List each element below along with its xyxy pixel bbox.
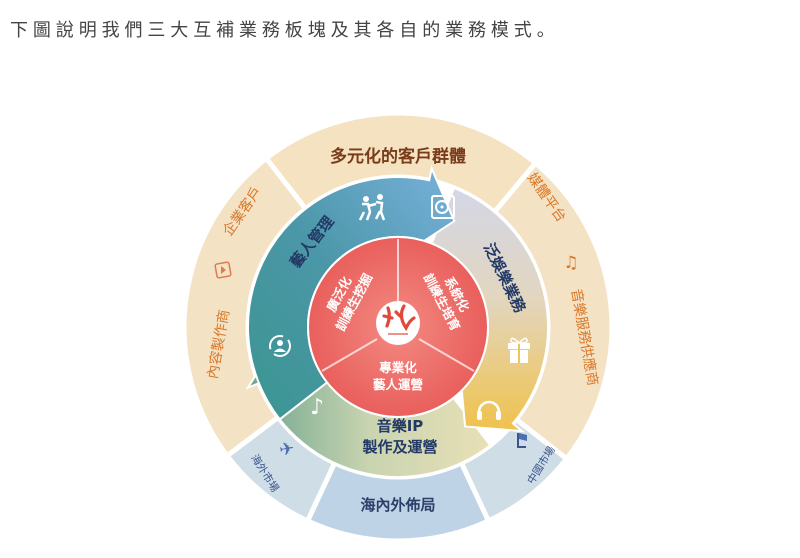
headphones-icon bbox=[477, 400, 501, 420]
outer-top-label: 多元化的客戶群體 bbox=[330, 146, 466, 167]
outer-bottom-label: 海內外佈局 bbox=[360, 496, 435, 514]
segment-music-ip-line1: 音樂IP bbox=[377, 417, 424, 435]
company-logo bbox=[376, 301, 420, 345]
intro-text: 下圖說明我們三大互補業務板塊及其各自的業務模式。 bbox=[10, 20, 560, 41]
airplane-icon: ✈ bbox=[278, 438, 297, 461]
outer-ring bbox=[181, 110, 615, 544]
record-player-icon bbox=[431, 195, 455, 219]
core-professional-line1: 專業化 bbox=[379, 360, 417, 375]
segment-music-ip-line2: 製作及運營 bbox=[361, 438, 437, 456]
core-professional-line2: 藝人運營 bbox=[373, 377, 424, 392]
person-cycle-icon bbox=[269, 335, 291, 357]
play-icon bbox=[214, 261, 232, 279]
core-dividers bbox=[321, 239, 475, 372]
treble-clef-icon: ♪ bbox=[310, 395, 324, 420]
arrow-ring bbox=[245, 165, 549, 478]
music-note-icon: ♫ bbox=[563, 253, 578, 273]
flag-icon bbox=[517, 433, 527, 448]
gift-icon bbox=[508, 337, 530, 363]
dancers-icon bbox=[358, 194, 386, 221]
